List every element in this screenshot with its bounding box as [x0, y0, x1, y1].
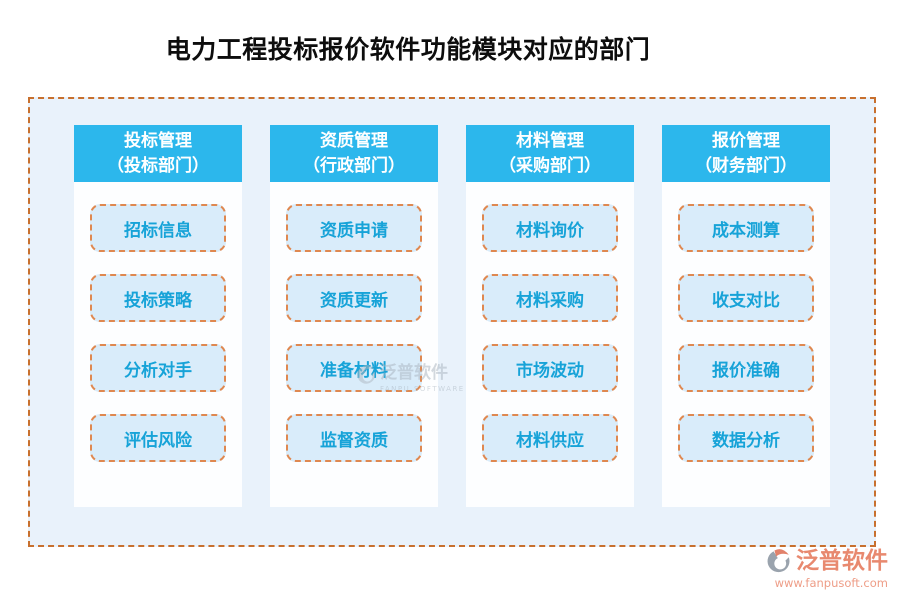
module-column: 报价管理 （财务部门） 成本测算收支对比报价准确数据分析 [662, 125, 830, 507]
module-item-box: 材料供应 [482, 414, 618, 462]
column-header: 投标管理 （投标部门） [74, 125, 242, 182]
module-title: 材料管理 [516, 130, 584, 151]
module-item-box: 材料采购 [482, 274, 618, 322]
module-title: 报价管理 [712, 130, 780, 151]
department-label: （采购部门） [499, 155, 601, 176]
department-label: （行政部门） [303, 155, 405, 176]
module-item-box: 数据分析 [678, 414, 814, 462]
module-column: 材料管理 （采购部门） 材料询价材料采购市场波动材料供应 [466, 125, 634, 507]
department-label: （投标部门） [107, 155, 209, 176]
footer-website: www.fanpusoft.com [774, 576, 888, 590]
department-label: （财务部门） [695, 155, 797, 176]
module-item-box: 市场波动 [482, 344, 618, 392]
modules-board: 投标管理 （投标部门） 招标信息投标策略分析对手评估风险 资质管理 （行政部门） 资质申请… [28, 97, 876, 547]
footer-top: 泛普软件 [766, 548, 888, 575]
footer-branding: 泛普软件 www.fanpusoft.com [766, 548, 888, 590]
column-header: 材料管理 （采购部门） [466, 125, 634, 182]
module-item-box: 监督资质 [286, 414, 422, 462]
module-item-box: 报价准确 [678, 344, 814, 392]
module-title: 投标管理 [124, 130, 192, 151]
column-header: 报价管理 （财务部门） [662, 125, 830, 182]
footer-brand-name: 泛普软件 [796, 548, 888, 575]
module-item-box: 投标策略 [90, 274, 226, 322]
module-item-box: 评估风险 [90, 414, 226, 462]
module-item-box: 分析对手 [90, 344, 226, 392]
module-item-box: 准备材料 [286, 344, 422, 392]
module-item-box: 收支对比 [678, 274, 814, 322]
module-title: 资质管理 [320, 130, 388, 151]
module-item-box: 资质申请 [286, 204, 422, 252]
module-column: 投标管理 （投标部门） 招标信息投标策略分析对手评估风险 [74, 125, 242, 507]
module-column: 资质管理 （行政部门） 资质申请资质更新准备材料监督资质 [270, 125, 438, 507]
module-item-box: 成本测算 [678, 204, 814, 252]
page-title: 电力工程投标报价软件功能模块对应的部门 [165, 35, 651, 64]
module-item-box: 资质更新 [286, 274, 422, 322]
module-item-box: 招标信息 [90, 204, 226, 252]
fanpu-logo-icon [766, 548, 793, 575]
column-header: 资质管理 （行政部门） [270, 125, 438, 182]
module-item-box: 材料询价 [482, 204, 618, 252]
